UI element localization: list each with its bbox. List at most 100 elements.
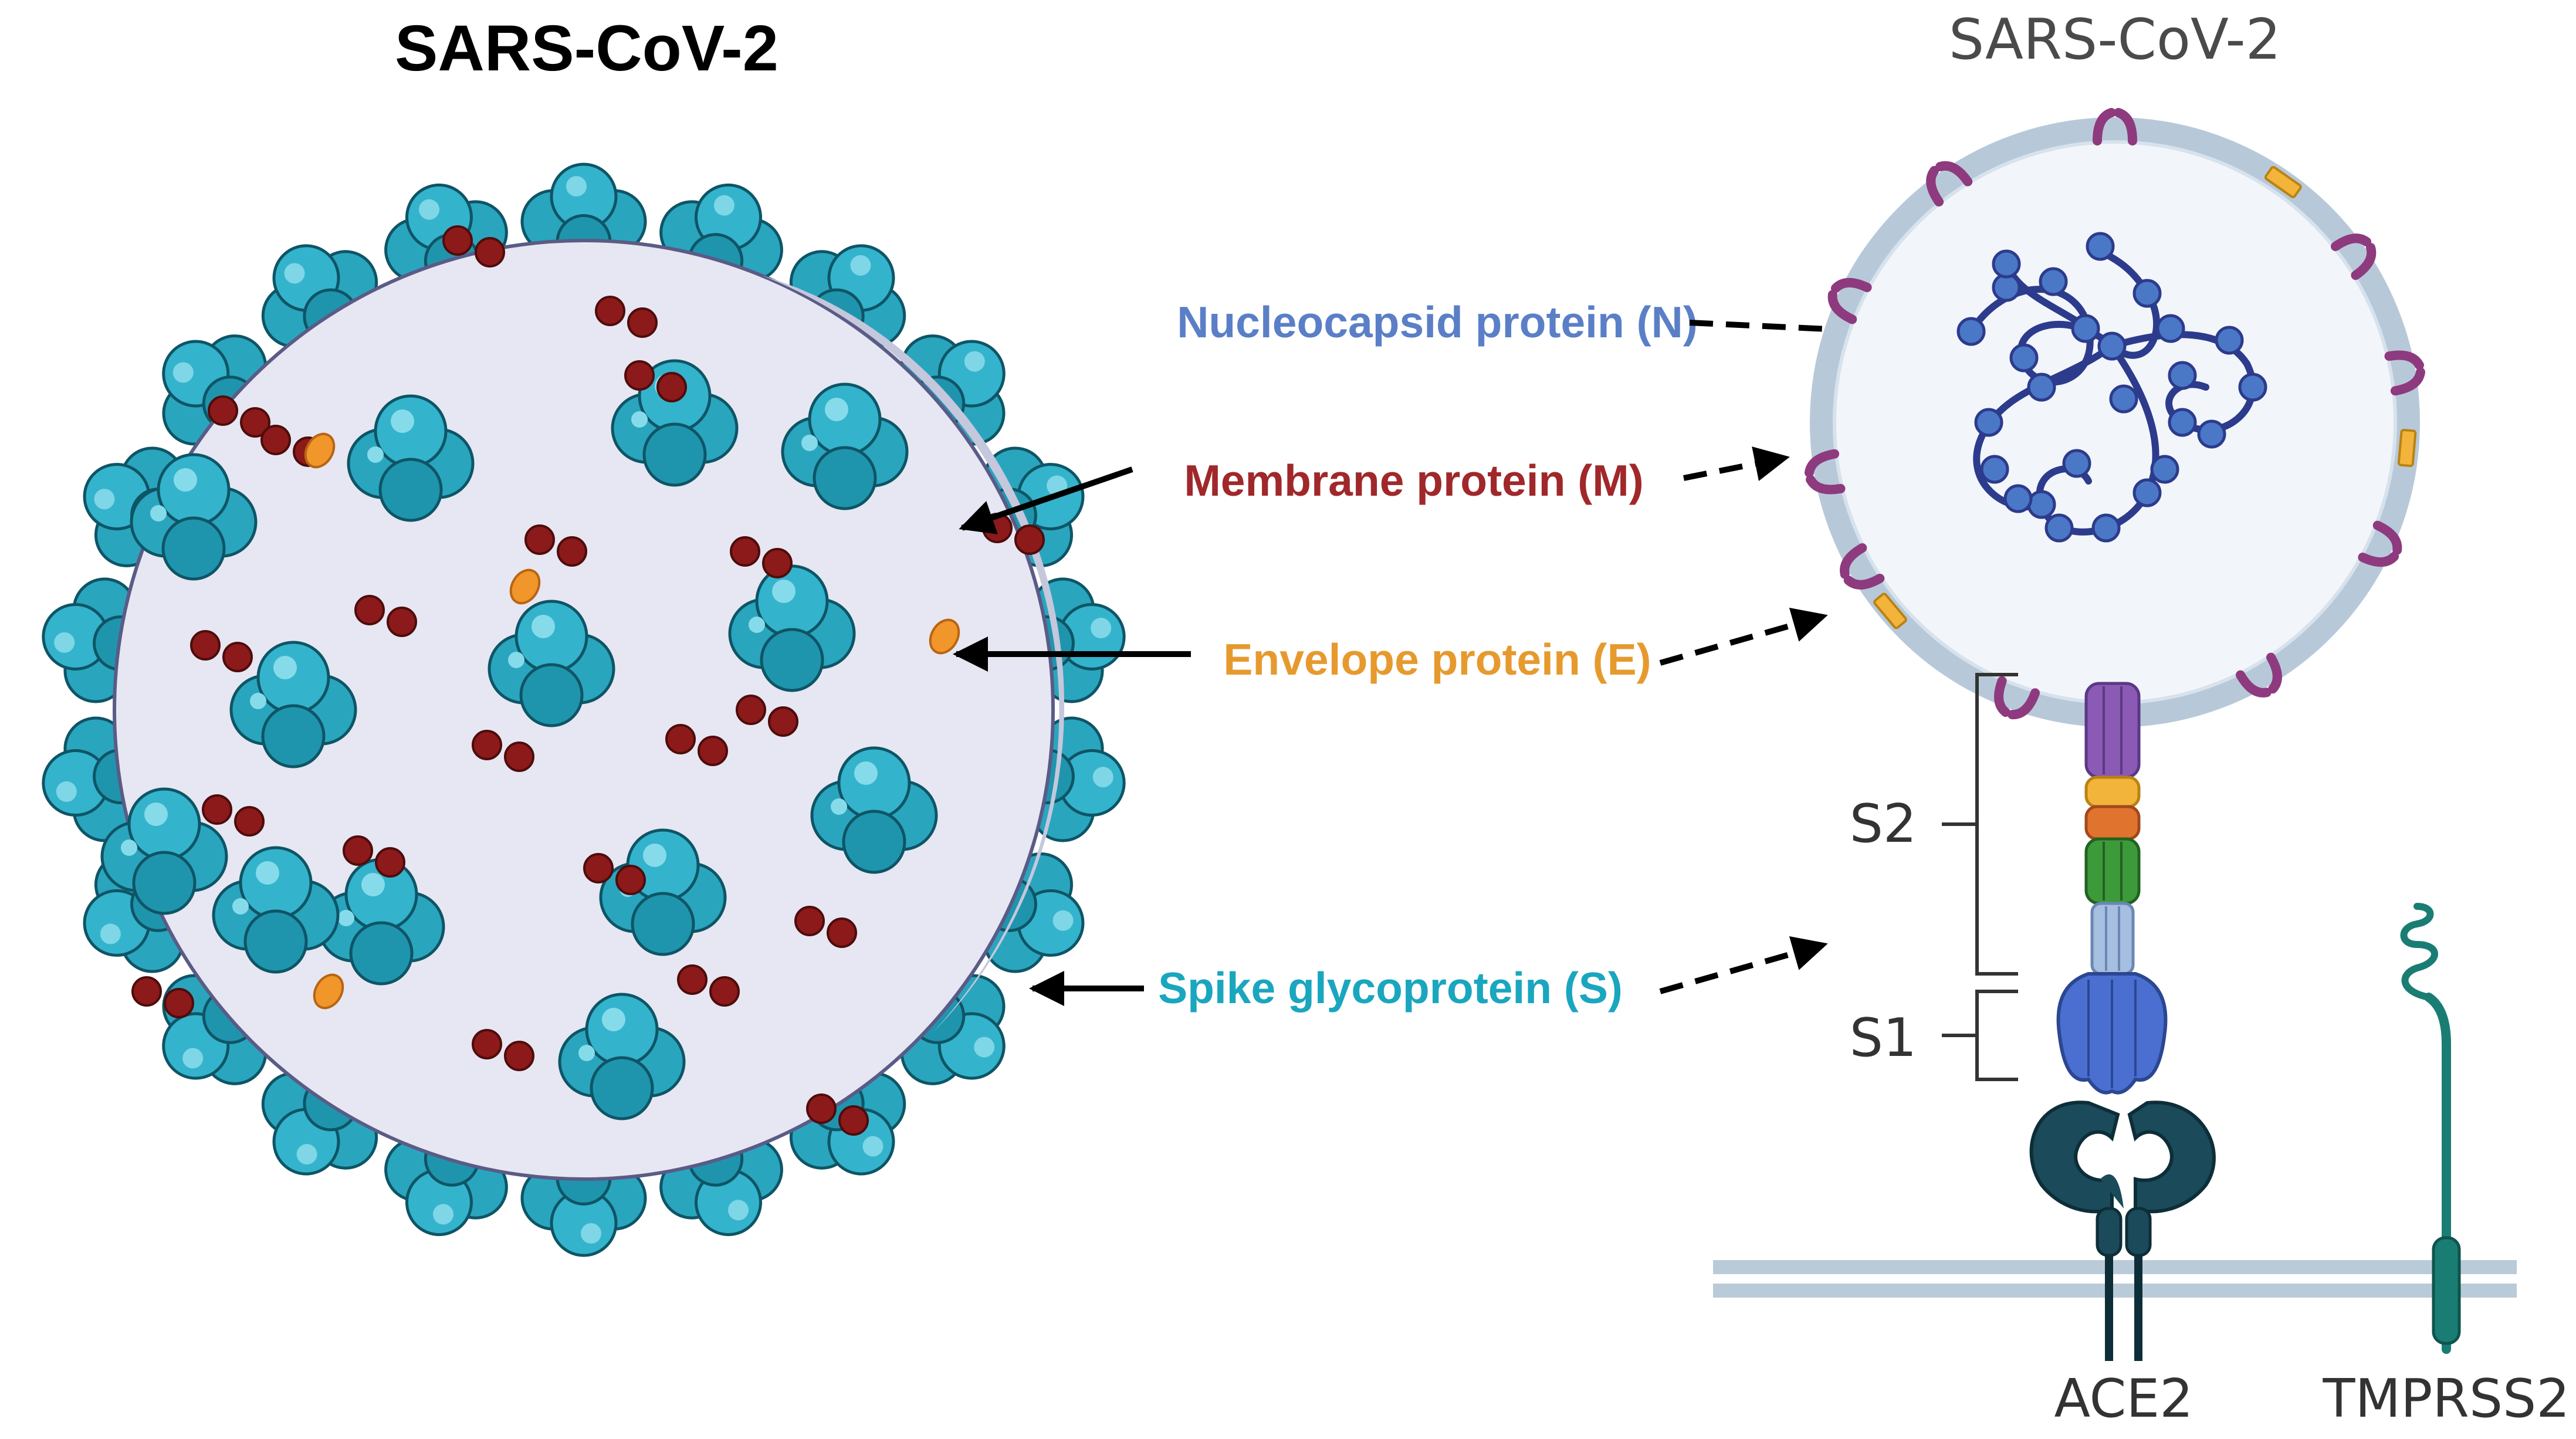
n-protein-bead bbox=[2109, 384, 2138, 414]
n-protein-bead bbox=[2168, 361, 2197, 390]
n-protein-bead bbox=[2086, 232, 2115, 261]
n-protein-bead bbox=[2003, 484, 2033, 513]
right-title: SARS-CoV-2 bbox=[1949, 8, 2281, 72]
envelope-dashed-arrow bbox=[1659, 607, 1828, 666]
membrane-protein-dot bbox=[504, 741, 534, 772]
spike-segment-orange bbox=[2084, 805, 2141, 841]
nucleocapsid-rna bbox=[1956, 232, 2267, 543]
spike-dashed-arrow bbox=[1659, 936, 1828, 994]
membrane-protein-dot bbox=[595, 296, 625, 326]
membrane-protein-dot bbox=[557, 536, 587, 567]
membrane-protein-dot bbox=[806, 1093, 837, 1124]
ace2-label: ACE2 bbox=[2054, 1368, 2194, 1430]
membrane-protein-dot bbox=[472, 730, 502, 760]
membrane-protein-dot bbox=[838, 1105, 869, 1136]
spike-protein-detail bbox=[2056, 682, 2168, 1095]
virion-right bbox=[1807, 113, 2423, 727]
envelope-protein-dot bbox=[509, 568, 541, 605]
spike-segment-green bbox=[2084, 837, 2141, 905]
n-protein-bead bbox=[2168, 408, 2197, 437]
membrane-protein-dot bbox=[583, 853, 614, 883]
n-protein-bead bbox=[1980, 455, 2009, 484]
n-protein-bead bbox=[2132, 279, 2162, 308]
cell-membrane bbox=[1713, 1260, 2517, 1298]
membrane-protein-dot bbox=[354, 595, 385, 625]
n-protein-bead bbox=[2197, 419, 2226, 449]
tmprss2 bbox=[2400, 903, 2461, 1354]
spike-segment-purple bbox=[2084, 682, 2141, 779]
n-protein-bead bbox=[2009, 343, 2039, 373]
membrane-protein-dot bbox=[709, 976, 740, 1007]
n-protein-bead bbox=[2062, 449, 2091, 478]
nucleocapsid-dashed-arrow bbox=[1689, 315, 1945, 351]
shell-envelope-protein bbox=[1873, 592, 1907, 629]
n-protein-bead bbox=[2039, 267, 2068, 296]
tmprss2-label: TMPRSS2 bbox=[2323, 1368, 2570, 1430]
n-protein-bead bbox=[2027, 490, 2056, 519]
n-protein-bead bbox=[2097, 331, 2127, 361]
membrane-protein-dot bbox=[656, 372, 687, 402]
shell-envelope-protein bbox=[2264, 165, 2302, 198]
membrane-protein-dot bbox=[615, 865, 646, 895]
membrane-protein-dot bbox=[677, 964, 708, 995]
membrane-protein-dot bbox=[131, 976, 162, 1007]
membrane-protein-dot bbox=[1014, 524, 1045, 555]
virion-left bbox=[35, 164, 1132, 1255]
membrane-protein-dot bbox=[164, 988, 194, 1018]
left-title: SARS-CoV-2 bbox=[395, 12, 778, 84]
membrane-protein-dot bbox=[260, 425, 291, 455]
membrane-protein-dot bbox=[387, 607, 417, 637]
membrane-protein-dot bbox=[190, 630, 221, 661]
membrane-protein-dot bbox=[472, 1029, 502, 1059]
n-protein-bead bbox=[2150, 455, 2179, 484]
membrane-protein-dot bbox=[624, 360, 655, 391]
n-protein-bead bbox=[1992, 273, 2021, 302]
membrane-protein-dots bbox=[131, 225, 1045, 1136]
n-protein-bead bbox=[2132, 478, 2162, 507]
membrane-protein-dot bbox=[504, 1041, 534, 1071]
shell-envelope-protein bbox=[2397, 429, 2417, 468]
membrane-protein-dot bbox=[240, 407, 270, 438]
membrane-protein-dot bbox=[768, 706, 798, 737]
n-protein-bead bbox=[2091, 513, 2121, 543]
envelope-protein-dot bbox=[313, 973, 344, 1010]
envelope-protein-dots bbox=[304, 432, 960, 1010]
membrane-protein-dot bbox=[665, 724, 696, 754]
nucleocapsid-label: Nucleocapsid protein (N) bbox=[1177, 297, 1698, 347]
membrane-protein-dot bbox=[627, 307, 658, 338]
s1-bracket bbox=[1975, 990, 2018, 1081]
membrane-protein-dot bbox=[827, 917, 857, 948]
membrane-protein-dot bbox=[208, 395, 238, 426]
subunit-brackets bbox=[1942, 673, 2018, 1081]
envelope-label: Envelope protein (E) bbox=[1223, 635, 1651, 684]
s2-label: S2 bbox=[1850, 793, 1917, 855]
n-protein-beads bbox=[1956, 232, 2267, 543]
n-protein-bead bbox=[1974, 408, 2003, 437]
membrane-protein-dot bbox=[524, 524, 555, 555]
shell-envelope-proteins bbox=[1873, 165, 2417, 629]
membrane-protein-dot bbox=[698, 736, 728, 766]
virion-shadow bbox=[763, 276, 1065, 1032]
n-protein-bead bbox=[2044, 513, 2074, 543]
envelope-protein-dot bbox=[304, 432, 336, 469]
membrane-protein-dot bbox=[202, 794, 232, 825]
membrane-protein-dot bbox=[762, 548, 793, 578]
membrane-protein-dot bbox=[234, 806, 265, 837]
membrane-protein-dot bbox=[794, 906, 825, 936]
n-protein-bead bbox=[2238, 373, 2267, 402]
solid-arrows bbox=[953, 466, 1191, 1006]
membrane-protein-dot bbox=[222, 642, 253, 672]
n-protein-bead bbox=[2071, 314, 2100, 343]
virion-shell bbox=[1810, 117, 2420, 727]
membrane-arrow bbox=[959, 466, 1133, 534]
s2-bracket bbox=[1975, 673, 2018, 976]
membrane-dashed-arrow bbox=[1683, 446, 1790, 482]
membrane-protein-dot bbox=[442, 225, 473, 256]
membrane-protein-dot bbox=[343, 835, 373, 866]
membrane-protein-dot bbox=[736, 695, 766, 725]
n-protein-bead bbox=[2215, 326, 2244, 355]
spike-segment-light-blue bbox=[2090, 902, 2135, 976]
membrane-label: Membrane protein (M) bbox=[1184, 456, 1643, 505]
membrane-protein-dot bbox=[475, 237, 505, 268]
